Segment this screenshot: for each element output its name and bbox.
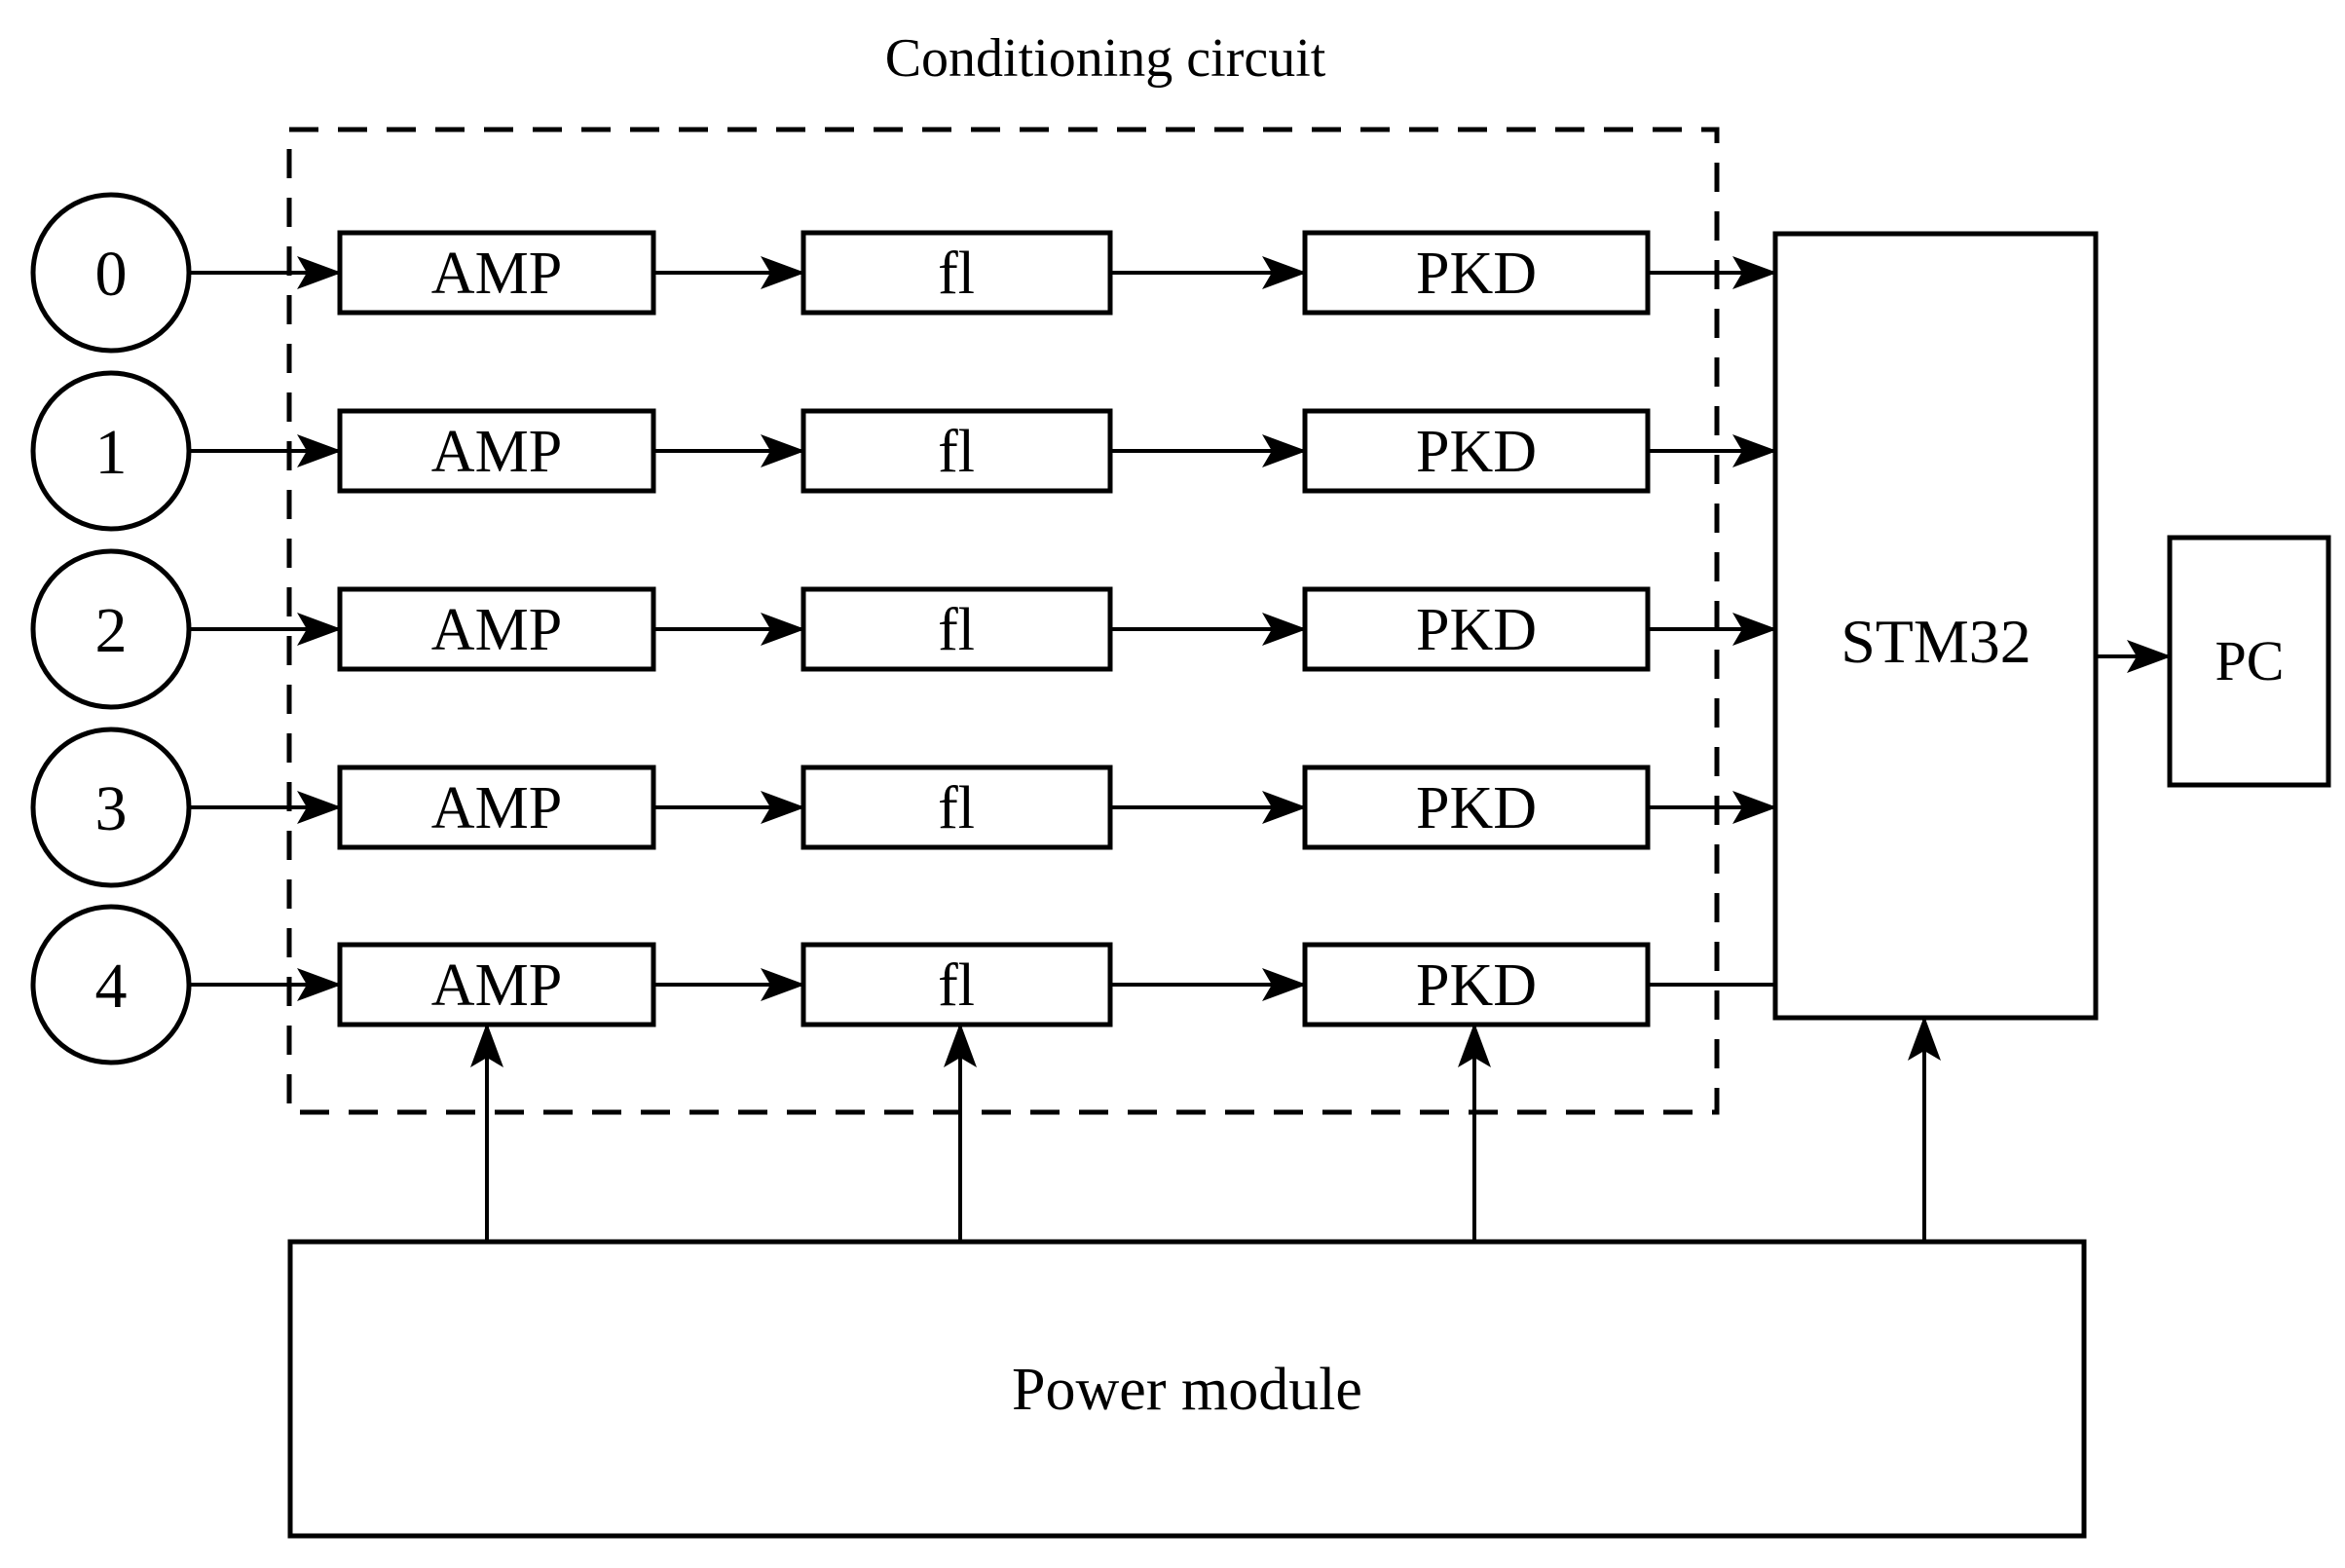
channel-1-label: 1	[95, 417, 128, 488]
channel-1-circle	[30, 370, 192, 532]
channel-3-circle	[30, 727, 192, 888]
amp-label-row0: AMP	[431, 241, 562, 307]
channel-3-label: 3	[95, 773, 128, 844]
pkd-label-row4: PKD	[1416, 952, 1537, 1019]
filter-box-row2	[800, 586, 1113, 672]
pkd-box-row2	[1302, 586, 1651, 672]
filter-label-row2: fl	[938, 597, 975, 663]
pkd-box-row0	[1302, 230, 1651, 316]
filter-label-row0: fl	[938, 241, 975, 307]
mcu-label: STM32	[1841, 607, 2031, 676]
amp-label-row1: AMP	[431, 419, 562, 485]
pc-label: PC	[2215, 629, 2285, 692]
filter-label-row4: fl	[938, 952, 975, 1019]
amp-label-row2: AMP	[431, 597, 562, 663]
pkd-label-row1: PKD	[1416, 419, 1537, 485]
filter-label-row3: fl	[938, 775, 975, 841]
channel-4-label: 4	[95, 951, 128, 1022]
channel-2-circle	[30, 548, 192, 710]
conditioning-circuit-dashed-box	[286, 127, 1720, 1115]
diagram-title: Conditioning circuit	[885, 28, 1326, 89]
pkd-label-row3: PKD	[1416, 775, 1537, 841]
channel-2-label: 2	[95, 595, 128, 666]
pkd-box-row1	[1302, 408, 1651, 494]
amp-box-row2	[337, 586, 656, 672]
pkd-label-row2: PKD	[1416, 597, 1537, 663]
pc-box	[2167, 535, 2331, 788]
filter-box-row1	[800, 408, 1113, 494]
amp-box-row3	[337, 765, 656, 850]
pkd-box-row3	[1302, 765, 1651, 850]
pkd-label-row0: PKD	[1416, 241, 1537, 307]
power-module-label: Power module	[1012, 1357, 1362, 1423]
amp-label-row4: AMP	[431, 952, 562, 1019]
channel-0-label: 0	[95, 239, 128, 310]
amp-box-row1	[337, 408, 656, 494]
amp-label-row3: AMP	[431, 775, 562, 841]
power-module-box	[287, 1239, 2087, 1539]
channel-0-circle	[30, 192, 192, 354]
filter-box-row0	[800, 230, 1113, 316]
filter-label-row1: fl	[938, 419, 975, 485]
channel-4-circle	[30, 904, 192, 1065]
filter-box-row3	[800, 765, 1113, 850]
amp-box-row0	[337, 230, 656, 316]
mcu-box	[1772, 231, 2099, 1021]
